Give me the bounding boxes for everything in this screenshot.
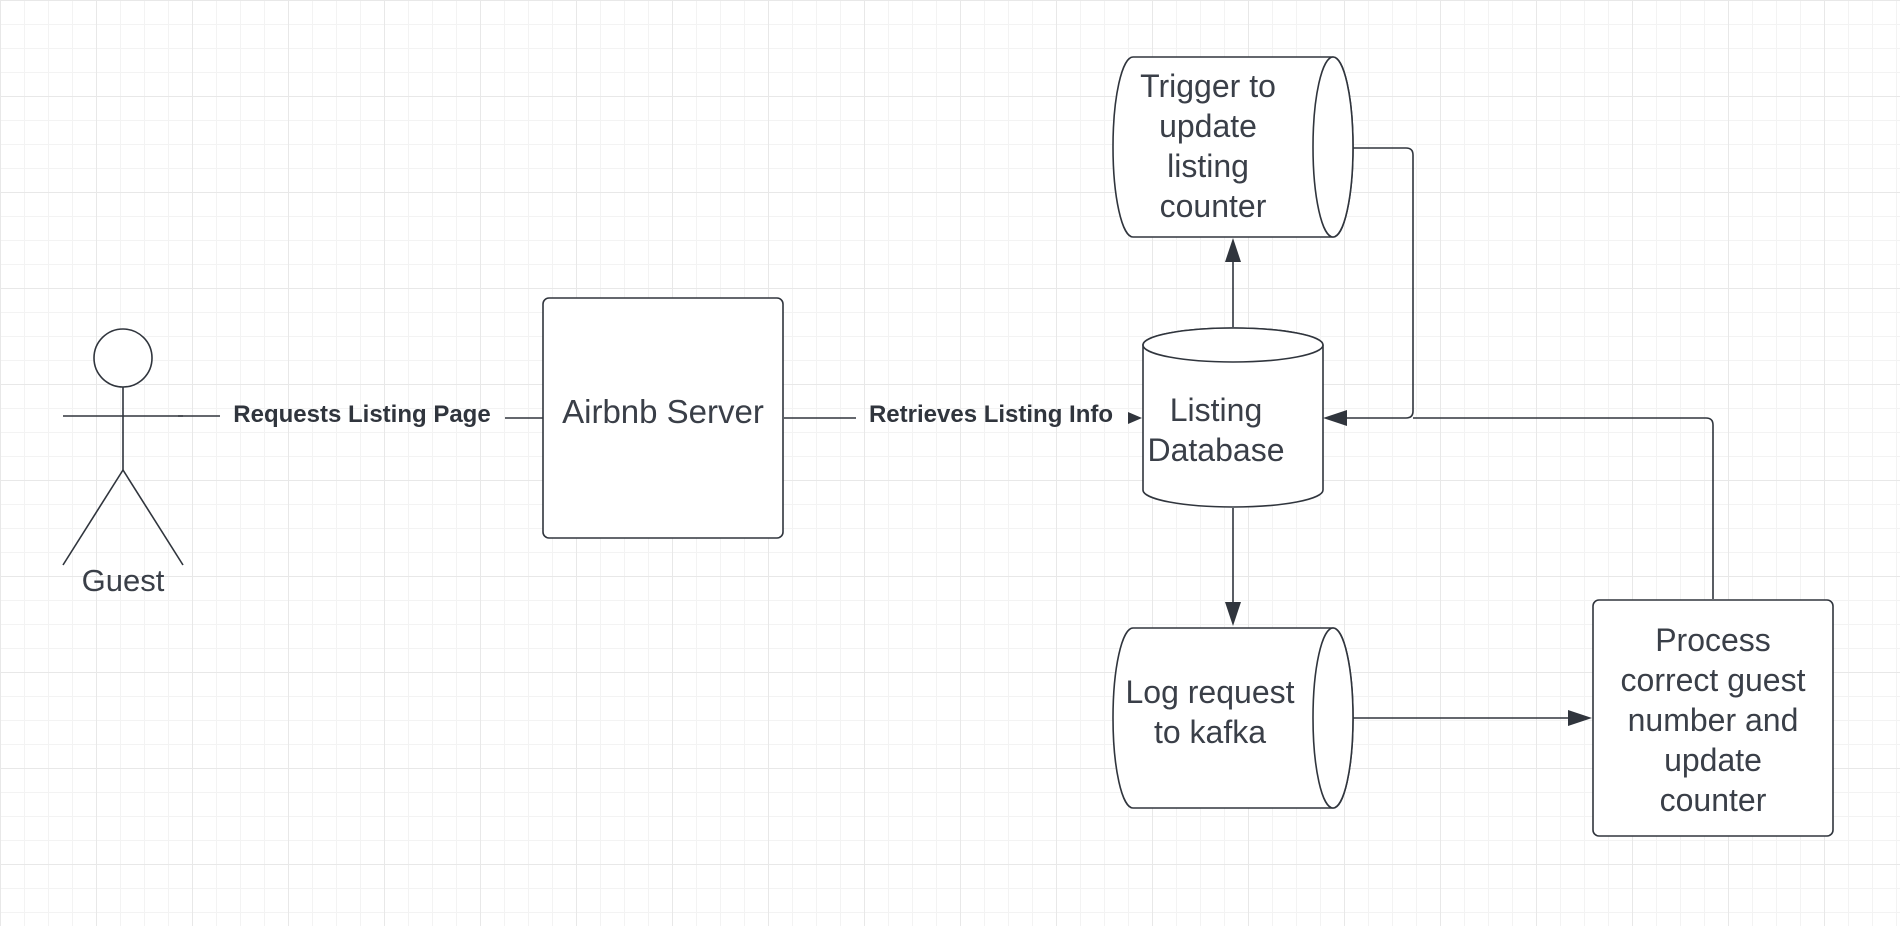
node-process-counter[interactable]: Process correct guest number and update … [1592, 599, 1834, 837]
node-airbnb-server[interactable]: Airbnb Server [542, 297, 784, 539]
listing-database-top [1142, 327, 1324, 363]
edge-label-retrieves-listing-info: Retrieves Listing Info [869, 401, 1113, 428]
node-guest-actor[interactable]: Guest [62, 328, 184, 598]
node-log-request[interactable]: Log request to kafka [1112, 627, 1354, 809]
actor-left-leg [62, 469, 124, 566]
airbnb-server-box [542, 297, 784, 539]
edge-log-to-process [1353, 710, 1592, 726]
listing-database-line-2: Database [1148, 432, 1285, 468]
process-counter-line-1: Process [1655, 622, 1771, 658]
airbnb-server-label: Airbnb Server [562, 393, 764, 430]
edge-trigger-to-database-line [1340, 147, 1414, 419]
log-request-line-1: Log request [1125, 674, 1294, 710]
edge-log-to-process-arrowhead [1568, 710, 1592, 726]
actor-head [93, 328, 153, 388]
process-counter-box [1592, 599, 1834, 837]
process-counter-line-2: correct guest [1621, 662, 1806, 698]
edge-trigger-to-database [1323, 147, 1414, 426]
edge-server-to-database: Retrieves Listing Info [784, 401, 1142, 428]
trigger-update-line-1: Trigger to [1140, 68, 1276, 104]
process-counter-line-5: counter [1660, 782, 1767, 818]
process-counter-line-3: number and [1628, 702, 1799, 738]
trigger-update-line-4: counter [1160, 188, 1267, 224]
edge-label-requests-listing-page: Requests Listing Page [233, 401, 490, 428]
edge-database-to-trigger [1225, 238, 1241, 327]
edge-process-to-database-line [1413, 417, 1714, 599]
listing-database-line-1: Listing [1170, 392, 1263, 428]
edge-server-to-database-arrowhead [1128, 412, 1142, 424]
edge-database-to-log-arrowhead [1225, 602, 1241, 626]
trigger-update-line-2: update [1159, 108, 1257, 144]
node-listing-database[interactable]: Listing Database [1142, 327, 1324, 508]
edge-database-to-log [1225, 508, 1241, 626]
log-request-line-2: to kafka [1154, 714, 1266, 750]
node-trigger-update[interactable]: Trigger to update listing counter [1112, 56, 1354, 238]
edge-guest-to-server: Requests Listing Page [178, 401, 543, 428]
edge-trigger-to-database-arrowhead [1323, 410, 1347, 426]
trigger-update-end [1312, 56, 1354, 238]
log-request-end [1312, 627, 1354, 809]
trigger-update-line-3: listing [1167, 148, 1249, 184]
actor-right-leg [122, 469, 184, 566]
edge-process-to-database [1413, 417, 1714, 599]
edge-database-to-trigger-arrowhead [1225, 238, 1241, 262]
guest-label: Guest [82, 563, 165, 598]
process-counter-line-4: update [1664, 742, 1762, 778]
